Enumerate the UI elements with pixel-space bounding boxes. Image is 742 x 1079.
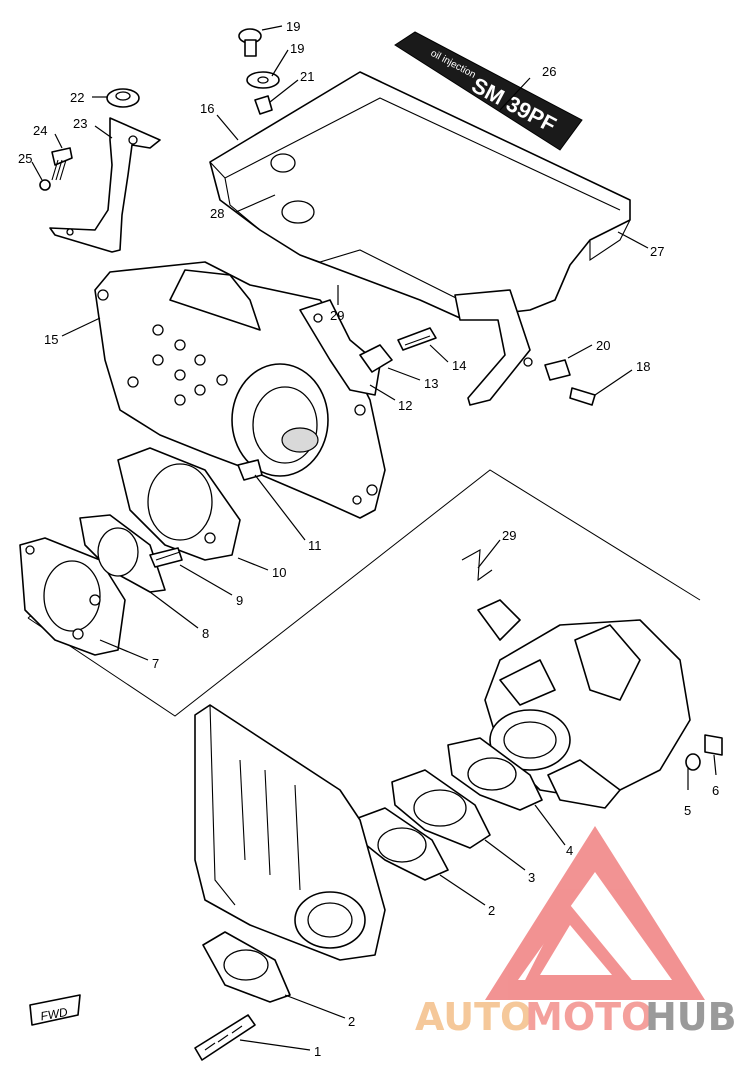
callout-2-lower-right: 2: [488, 903, 495, 918]
callout-25: 26: [542, 64, 556, 79]
callout-3: 3: [528, 870, 535, 885]
callout-12: 12: [398, 398, 412, 413]
gasket-stack-upper: [19, 447, 263, 656]
carburetor: [461, 549, 723, 809]
callout-11: 11: [308, 538, 322, 553]
callout-2-bottom: 2: [348, 1014, 355, 1029]
manifold-holes: [97, 289, 378, 505]
callout-19-top: 19: [290, 41, 304, 56]
callout-23: 24: [33, 123, 47, 138]
watermark-hub: HUB: [645, 995, 737, 1039]
callout-27: 28: [210, 206, 224, 221]
callout-10: 10: [272, 565, 286, 580]
crankcase-block: [194, 704, 386, 1061]
callout-5: 5: [684, 803, 691, 818]
fwd-text: FWD: [39, 1005, 69, 1024]
bracket-assembly: [39, 88, 161, 253]
watermark-moto: MOTO: [525, 995, 653, 1039]
right-bracket: [454, 289, 596, 406]
gasket-stack-lower: [357, 737, 543, 881]
callout-22: 23: [73, 116, 87, 131]
callout-28: 29: [330, 308, 344, 323]
callout-7: 7: [152, 656, 159, 671]
callout-6: 6: [712, 783, 719, 798]
callouts: 19 19 21 22 23 24 25 16 26 27 28 29 15 1…: [18, 19, 719, 1059]
callout-26: 27: [650, 244, 664, 259]
callout-21: 22: [70, 90, 84, 105]
callout-17: 18: [636, 359, 650, 374]
callout-14: 14: [452, 358, 466, 373]
top-fasteners: [238, 28, 280, 115]
callout-19-right: 20: [596, 338, 610, 353]
callout-24: 25: [18, 151, 32, 166]
callout-29: 29: [502, 528, 516, 543]
watermark-auto: AUTO: [415, 995, 532, 1039]
watermark-outer-triangle: [485, 826, 705, 1000]
callout-18: 19: [286, 19, 300, 34]
callout-13: 13: [424, 376, 438, 391]
callout-8: 8: [202, 626, 209, 641]
fwd-marker: FWD: [29, 994, 81, 1026]
carb-nuts: [685, 734, 723, 771]
callout-15: 15: [44, 332, 58, 347]
callout-20: 21: [300, 69, 314, 84]
callout-1: 1: [314, 1044, 321, 1059]
callout-4: 4: [566, 843, 573, 858]
silencer-cover: [209, 71, 631, 319]
callout-16: 16: [200, 101, 214, 116]
watermark-text: AUTO MOTO HUB: [415, 995, 737, 1039]
callout-9: 9: [236, 593, 243, 608]
watermark-logo: [485, 826, 705, 1000]
side-bracket: [299, 299, 437, 396]
assembly-boundary-line: [27, 469, 701, 717]
watermark-inner-triangle: [520, 900, 640, 990]
